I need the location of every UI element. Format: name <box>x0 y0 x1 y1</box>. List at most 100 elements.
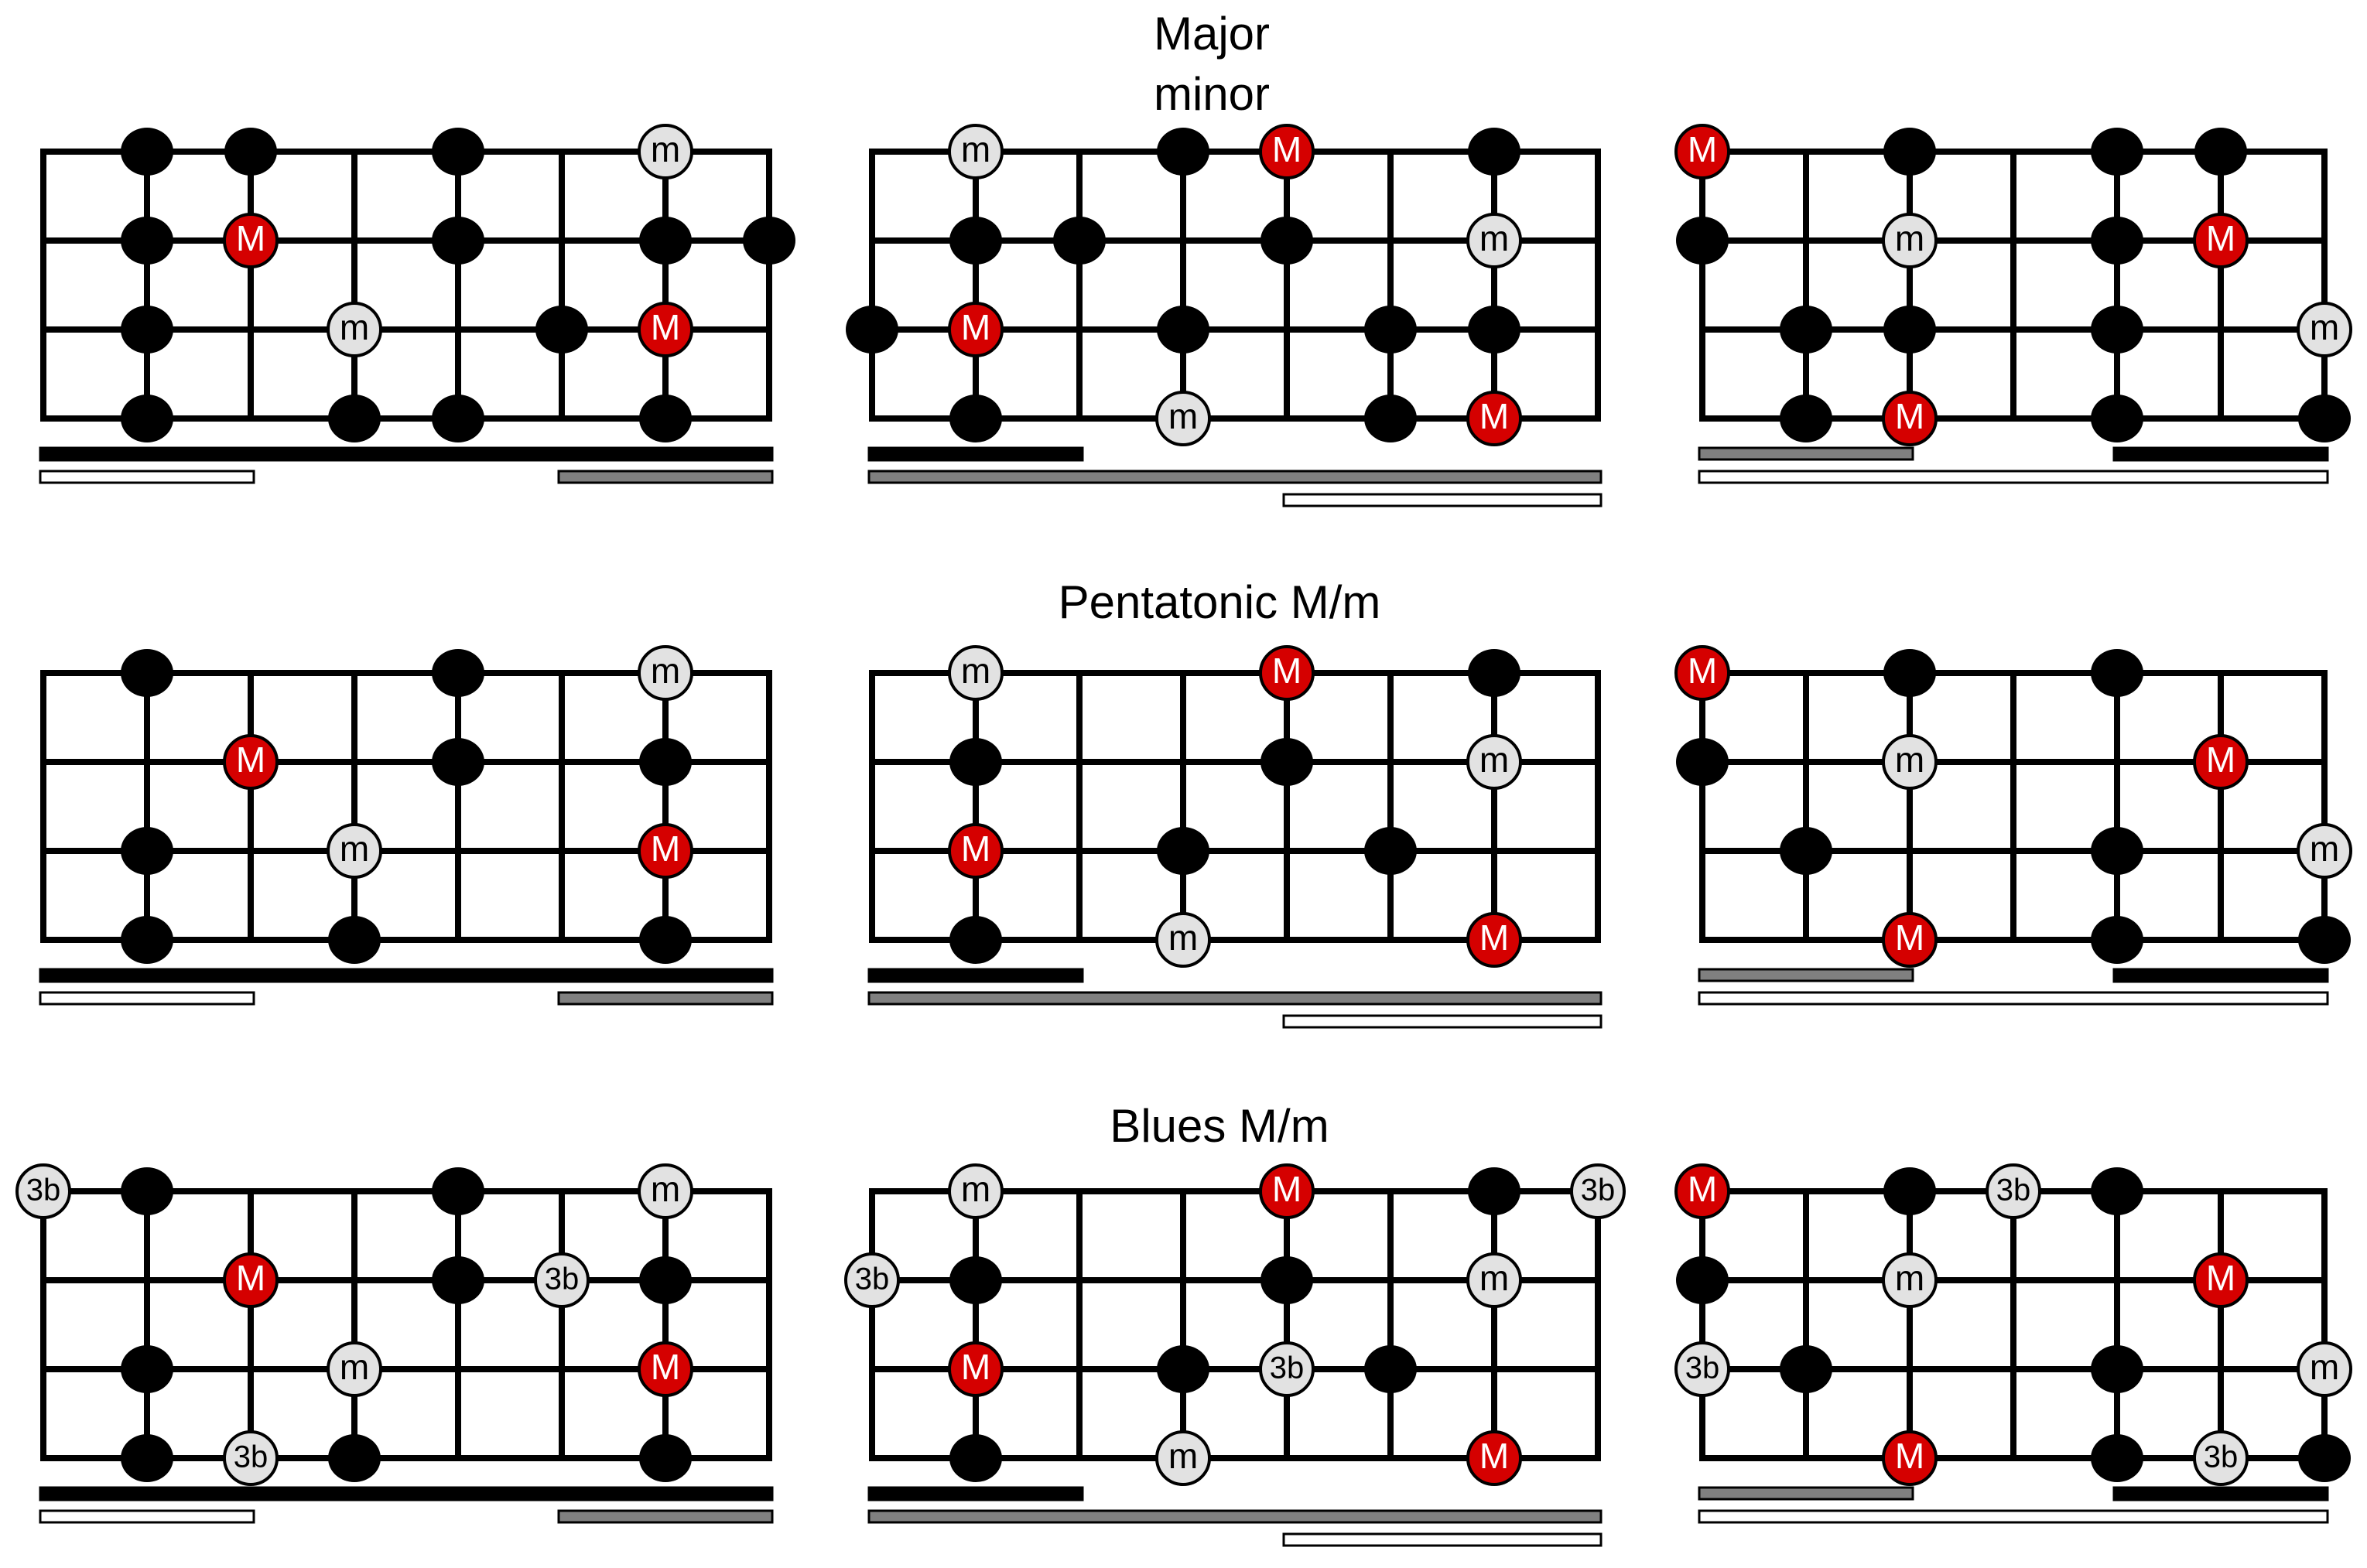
position-bar-black <box>867 1486 1084 1501</box>
scale-note-dot <box>432 395 484 442</box>
scale-note-dot <box>535 306 588 354</box>
note-label: m <box>651 129 680 169</box>
major-root-note <box>1259 1163 1315 1219</box>
position-bar-black <box>39 1486 774 1501</box>
scale-note-dot <box>121 306 173 354</box>
position-bar-white <box>1282 1014 1603 1029</box>
note-label: m <box>2310 307 2339 347</box>
scale-note-dot <box>1883 306 1936 354</box>
scale-note-dot <box>432 128 484 176</box>
major-root-note <box>2193 213 2249 268</box>
position-bar-white <box>1282 493 1603 507</box>
major-root-note <box>1882 391 1938 446</box>
scale-note-dot <box>1468 1167 1520 1215</box>
note-label: M <box>651 828 680 869</box>
scale-note-dot <box>2091 649 2143 697</box>
scale-note-dot <box>121 916 173 964</box>
scale-note-dot <box>1883 649 1936 697</box>
scale-note-dot <box>1883 128 1936 176</box>
position-bar-gray <box>867 1509 1603 1524</box>
note-label: m <box>961 651 990 691</box>
scale-note-dot <box>1676 1256 1729 1304</box>
minor-root-note <box>1882 213 1938 268</box>
minor-root-note <box>948 645 1004 701</box>
note-label: M <box>1688 1169 1717 1209</box>
position-bar-gray <box>557 470 774 484</box>
position-bar-white <box>39 1509 255 1524</box>
note-label: M <box>236 740 265 780</box>
scale-note-dot <box>949 1434 1002 1482</box>
scale-note-dot <box>1468 306 1520 354</box>
note-label: 3b <box>545 1262 580 1296</box>
position-bar-black <box>39 968 774 983</box>
major-root-note <box>223 213 279 268</box>
note-label: 3b <box>1685 1351 1720 1385</box>
minor-root-note <box>327 823 382 879</box>
note-label: M <box>961 828 990 869</box>
scale-note-dot <box>639 217 692 265</box>
minor-root-note <box>638 1163 693 1219</box>
minor-root-note <box>1155 391 1211 446</box>
scale-note-dot <box>1364 306 1417 354</box>
note-label: m <box>1168 396 1198 436</box>
note-label: m <box>1479 740 1509 780</box>
position-bar-black <box>39 446 774 462</box>
minor-root-note <box>948 1163 1004 1219</box>
scale-note-dot <box>639 916 692 964</box>
flat-third-note <box>1674 1341 1730 1397</box>
major-root-note <box>1259 124 1315 179</box>
major-root-note <box>1882 912 1938 968</box>
major-root-note <box>1882 1430 1938 1486</box>
scale-note-dot <box>949 738 1002 786</box>
major-root-note <box>1259 645 1315 701</box>
scale-note-dot <box>2194 128 2247 176</box>
note-label: M <box>1479 1436 1509 1476</box>
scale-note-dot <box>2091 916 2143 964</box>
note-label: 3b <box>855 1262 890 1296</box>
scale-note-dot <box>1364 1345 1417 1393</box>
minor-root-note <box>2297 302 2352 357</box>
scale-note-dot <box>121 217 173 265</box>
scale-note-dot <box>743 217 795 265</box>
minor-root-note <box>1882 734 1938 790</box>
note-label: M <box>2206 740 2235 780</box>
title-blues: Blues M/m <box>1110 1100 1329 1152</box>
scale-note-dot <box>432 1167 484 1215</box>
scale-note-dot <box>2298 916 2351 964</box>
position-bar-gray <box>1698 446 1914 461</box>
note-label: m <box>1168 917 1198 958</box>
position-bar-white <box>39 991 255 1006</box>
scale-note-dot <box>2298 1434 2351 1482</box>
scale-note-dot <box>2091 395 2143 442</box>
position-bar-gray <box>557 1509 774 1524</box>
scale-note-dot <box>1157 306 1209 354</box>
title-pentatonic: Pentatonic M/m <box>1058 576 1381 628</box>
minor-root-note <box>1882 1252 1938 1308</box>
position-bar-black <box>867 968 1084 983</box>
major-root-note <box>1674 645 1730 701</box>
scale-note-dot <box>2091 128 2143 176</box>
note-label: 3b <box>26 1173 61 1208</box>
note-label: m <box>961 129 990 169</box>
note-label: M <box>1272 1169 1302 1209</box>
scale-note-dot <box>121 649 173 697</box>
scale-note-dot <box>1157 1345 1209 1393</box>
major-root-note <box>1466 1430 1522 1486</box>
title-minor: minor <box>1153 68 1271 120</box>
flat-third-note <box>1570 1163 1626 1219</box>
scale-note-dot <box>2091 217 2143 265</box>
scale-note-dot <box>1364 827 1417 875</box>
note-label: m <box>961 1169 990 1209</box>
flat-third-note <box>1259 1341 1315 1397</box>
major-root-note <box>2193 734 2249 790</box>
scale-note-dot <box>432 738 484 786</box>
scale-note-dot <box>1780 306 1832 354</box>
major-root-note <box>638 1341 693 1397</box>
scale-note-dot <box>1883 1167 1936 1215</box>
flat-third-note <box>223 1430 279 1486</box>
note-label: 3b <box>234 1440 269 1474</box>
scale-note-dot <box>328 1434 381 1482</box>
major-root-note <box>948 302 1004 357</box>
scale-note-dot <box>1364 395 1417 442</box>
note-label: m <box>340 307 369 347</box>
